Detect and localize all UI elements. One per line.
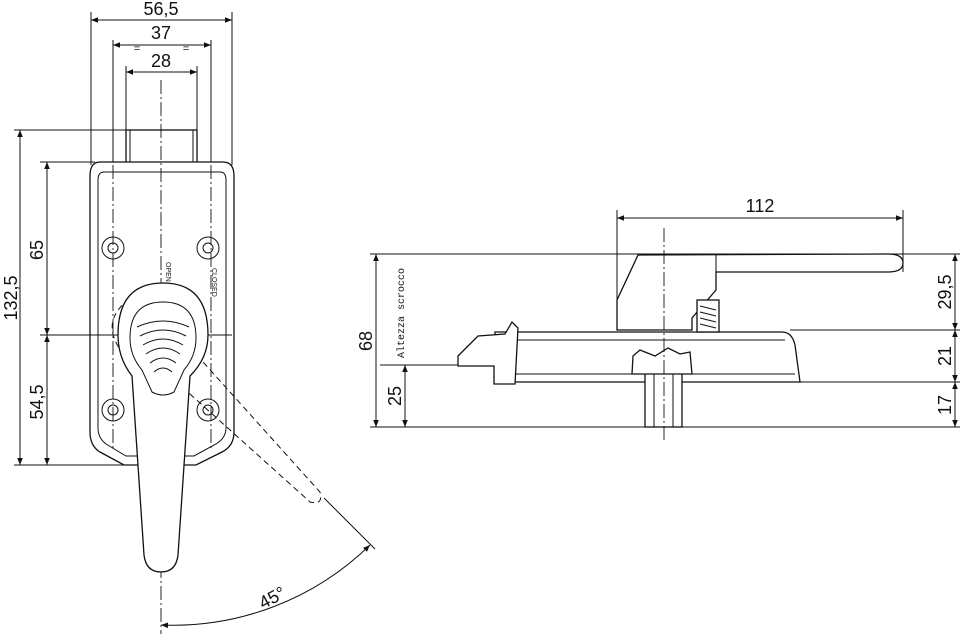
dim-width-inner: 28 <box>151 51 171 71</box>
screw-hole-top-right <box>196 236 220 260</box>
side-handle <box>616 253 904 331</box>
dim-height-upper: 65 <box>27 240 47 260</box>
side-view: 112 68 25 Altezza scrocco 29,5 21 17 <box>356 196 960 440</box>
label-open: OPEN <box>164 262 171 282</box>
angle-label: 45° <box>255 582 288 612</box>
handle <box>117 282 209 573</box>
screw-hole-bottom-left <box>101 398 125 422</box>
dim-height-left: 25 <box>385 386 405 406</box>
dim-height-total: 132,5 <box>1 275 21 320</box>
dim-right-mid: 21 <box>935 346 955 366</box>
label-closed: CLOSED <box>210 268 217 297</box>
dim-right-top: 29,5 <box>935 274 955 309</box>
screw-hole-bottom-right <box>196 398 220 422</box>
dim-right-bottom: 17 <box>935 395 955 415</box>
dim-length: 112 <box>746 196 775 216</box>
grip-ridges <box>136 320 190 373</box>
spindle-break-section <box>631 347 693 375</box>
note-latch-height: Altezza scrocco <box>396 268 408 358</box>
dim-width-overall: 56,5 <box>143 0 178 19</box>
screw-hole-top-left <box>101 236 125 260</box>
dim-height-lower: 54,5 <box>27 384 47 419</box>
dim-height-total-side: 68 <box>356 331 376 351</box>
angle-arc <box>160 544 371 629</box>
equal-mark-left: = <box>134 43 140 55</box>
side-latch-tongue <box>457 320 519 385</box>
equal-mark-right: = <box>183 43 189 55</box>
front-view: 56,5 37 = = 28 132,5 65 54,5 <box>1 0 376 634</box>
latch-tongue <box>125 129 198 166</box>
spring-plunger <box>696 299 720 333</box>
dim-width-mid: 37 <box>151 23 171 43</box>
